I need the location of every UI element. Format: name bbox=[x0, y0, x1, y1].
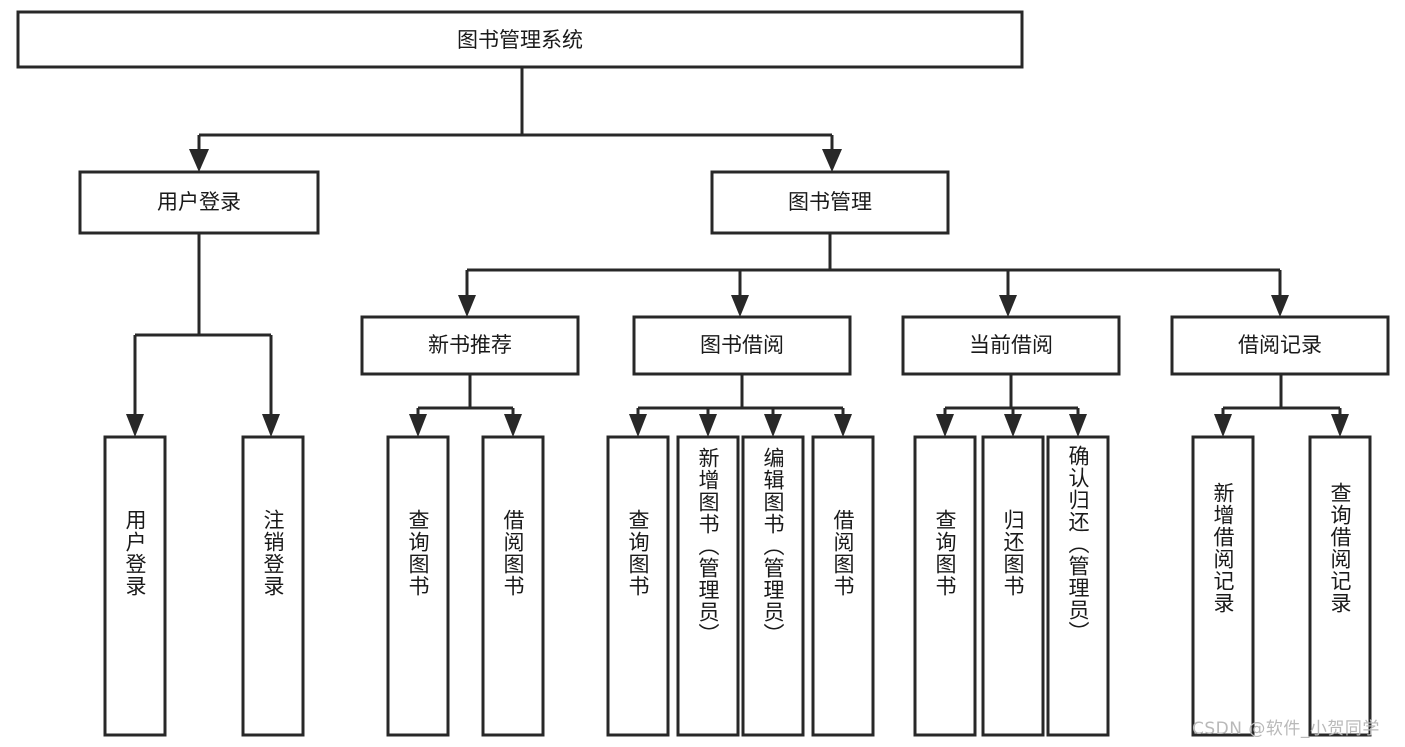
leaf-label-q-book-2: 查询图书 bbox=[626, 509, 651, 597]
leaf-label-return-book-wrap: 归还图书 bbox=[983, 437, 1043, 735]
arrowhead-current-borrow bbox=[999, 295, 1017, 317]
arrowhead-borrow-record bbox=[1271, 295, 1289, 317]
node-book-borrow-box[interactable] bbox=[632, 315, 852, 376]
arrowhead-user-logout bbox=[262, 414, 280, 437]
node-q-book-2-box[interactable] bbox=[606, 435, 670, 737]
leaf-label-borrow-book-1-wrap: 借阅图书 bbox=[483, 437, 543, 735]
arrowhead-borrow-book-1 bbox=[504, 414, 522, 437]
leaf-label-confirm-return: 确认归还（管理员） bbox=[1066, 445, 1091, 643]
node-user-login-label: 用户登录 bbox=[157, 190, 241, 214]
arrowhead-bookmanage bbox=[822, 149, 842, 172]
arrowhead-add-book bbox=[699, 414, 717, 437]
arrowhead-q-book-1 bbox=[409, 414, 427, 437]
node-confirm-return-box[interactable] bbox=[1046, 435, 1110, 737]
node-q-book-1-box[interactable] bbox=[386, 435, 450, 737]
leaf-label-borrow-book-2-wrap: 借阅图书 bbox=[813, 437, 873, 735]
leaf-label-add-book: 新增图书（管理员） bbox=[696, 447, 721, 645]
leaf-label-user-login-do-wrap: 用户登录 bbox=[105, 437, 165, 735]
node-query-record-box[interactable] bbox=[1308, 435, 1372, 737]
leaf-label-edit-book: 编辑图书（管理员） bbox=[761, 447, 786, 645]
leaf-label-add-record: 新增借阅记录 bbox=[1211, 482, 1236, 614]
leaf-label-add-book-wrap: 新增图书（管理员） bbox=[678, 437, 738, 735]
arrowhead-add-record bbox=[1214, 414, 1232, 437]
leaf-label-q-book-2-wrap: 查询图书 bbox=[608, 437, 668, 735]
node-system-box[interactable] bbox=[16, 10, 1024, 69]
edges-layer bbox=[126, 67, 1349, 437]
leaf-label-query-record-wrap: 查询借阅记录 bbox=[1310, 437, 1370, 735]
arrowhead-return-book bbox=[1004, 414, 1022, 437]
node-book-borrow-label: 图书借阅 bbox=[700, 333, 784, 357]
node-current-borrow-box[interactable] bbox=[901, 315, 1121, 376]
node-new-book-rec-label: 新书推荐 bbox=[428, 333, 512, 357]
node-add-book-box[interactable] bbox=[676, 435, 740, 737]
node-current-borrow-label: 当前借阅 bbox=[969, 333, 1053, 357]
node-book-manage-box[interactable] bbox=[710, 170, 950, 235]
node-book-manage[interactable]: 图书管理 bbox=[710, 170, 950, 235]
leaf-label-return-book: 归还图书 bbox=[1001, 509, 1026, 597]
node-borrow-book-2-box[interactable] bbox=[811, 435, 875, 737]
node-book-borrow[interactable]: 图书借阅 bbox=[632, 315, 852, 376]
arrowhead-q-book-2 bbox=[629, 414, 647, 437]
leaf-label-query-record: 查询借阅记录 bbox=[1328, 482, 1353, 614]
arrowhead-userlogin bbox=[189, 149, 209, 172]
leaf-label-confirm-return-wrap: 确认归还（管理员） bbox=[1048, 437, 1108, 735]
arrowhead-confirm-return bbox=[1069, 414, 1087, 437]
node-user-logout-box[interactable] bbox=[241, 435, 305, 737]
node-q-book-3-box[interactable] bbox=[913, 435, 977, 737]
node-new-book-rec-box[interactable] bbox=[360, 315, 580, 376]
leaf-label-q-book-3: 查询图书 bbox=[933, 509, 958, 597]
node-user-login-box[interactable] bbox=[78, 170, 320, 235]
csdn-watermark: CSDN @软件_小贺同学 bbox=[1192, 719, 1380, 739]
leaf-label-edit-book-wrap: 编辑图书（管理员） bbox=[743, 437, 803, 735]
node-new-book-rec[interactable]: 新书推荐 bbox=[360, 315, 580, 376]
node-book-manage-label: 图书管理 bbox=[788, 190, 872, 214]
node-current-borrow[interactable]: 当前借阅 bbox=[901, 315, 1121, 376]
arrowhead-new-book-rec bbox=[458, 295, 476, 317]
leaf-label-borrow-book-2: 借阅图书 bbox=[831, 509, 856, 597]
node-borrow-record[interactable]: 借阅记录 bbox=[1170, 315, 1390, 376]
arrowhead-book-borrow bbox=[731, 295, 749, 317]
node-borrow-record-label: 借阅记录 bbox=[1238, 333, 1322, 357]
node-system-label: 图书管理系统 bbox=[457, 28, 583, 52]
leaf-label-q-book-3-wrap: 查询图书 bbox=[915, 437, 975, 735]
arrowhead-q-book-3 bbox=[936, 414, 954, 437]
node-system[interactable]: 图书管理系统 bbox=[16, 10, 1024, 69]
arrowhead-borrow-book-2 bbox=[834, 414, 852, 437]
node-edit-book-box[interactable] bbox=[741, 435, 805, 737]
leaf-label-q-book-1-wrap: 查询图书 bbox=[388, 437, 448, 735]
leaf-label-user-logout-wrap: 注销登录 bbox=[243, 437, 303, 735]
leaf-label-user-login-do: 用户登录 bbox=[123, 509, 148, 597]
node-user-login[interactable]: 用户登录 bbox=[78, 170, 320, 235]
node-borrow-book-1-box[interactable] bbox=[481, 435, 545, 737]
leaf-label-q-book-1: 查询图书 bbox=[406, 509, 431, 597]
node-return-book-box[interactable] bbox=[981, 435, 1045, 737]
node-borrow-record-box[interactable] bbox=[1170, 315, 1390, 376]
nodes-layer: 图书管理系统 用户登录 图书管理 新书推荐 图书借阅 当前 bbox=[16, 10, 1390, 737]
arrowhead-user-login-do bbox=[126, 414, 144, 437]
leaf-label-user-logout: 注销登录 bbox=[261, 509, 286, 597]
node-user-login-do-box[interactable] bbox=[103, 435, 167, 737]
leaf-label-add-record-wrap: 新增借阅记录 bbox=[1193, 437, 1253, 735]
arrowhead-query-record bbox=[1331, 414, 1349, 437]
node-add-record-box[interactable] bbox=[1191, 435, 1255, 737]
arrowhead-edit-book bbox=[764, 414, 782, 437]
leaf-label-borrow-book-1: 借阅图书 bbox=[501, 509, 526, 597]
